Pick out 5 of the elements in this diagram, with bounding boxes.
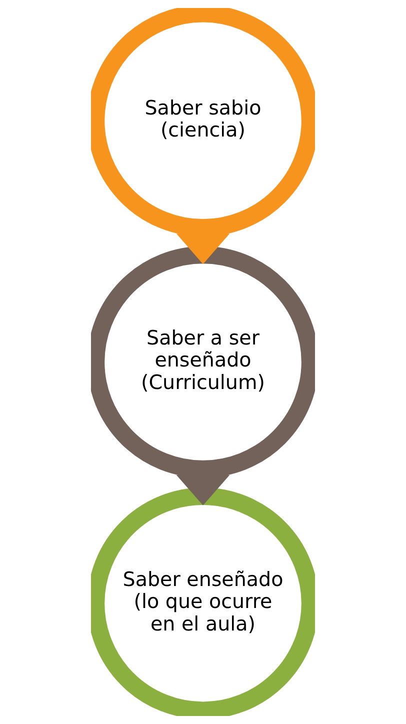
node-circle: Saber sabio (ciencia) [91,8,315,236]
arrow [176,475,230,506]
node-circle: Saber enseñado (lo que ocurre en el aula) [91,488,315,716]
arrow [176,234,230,264]
node-circle: Saber a ser enseñado (Curriculum) [91,246,315,478]
